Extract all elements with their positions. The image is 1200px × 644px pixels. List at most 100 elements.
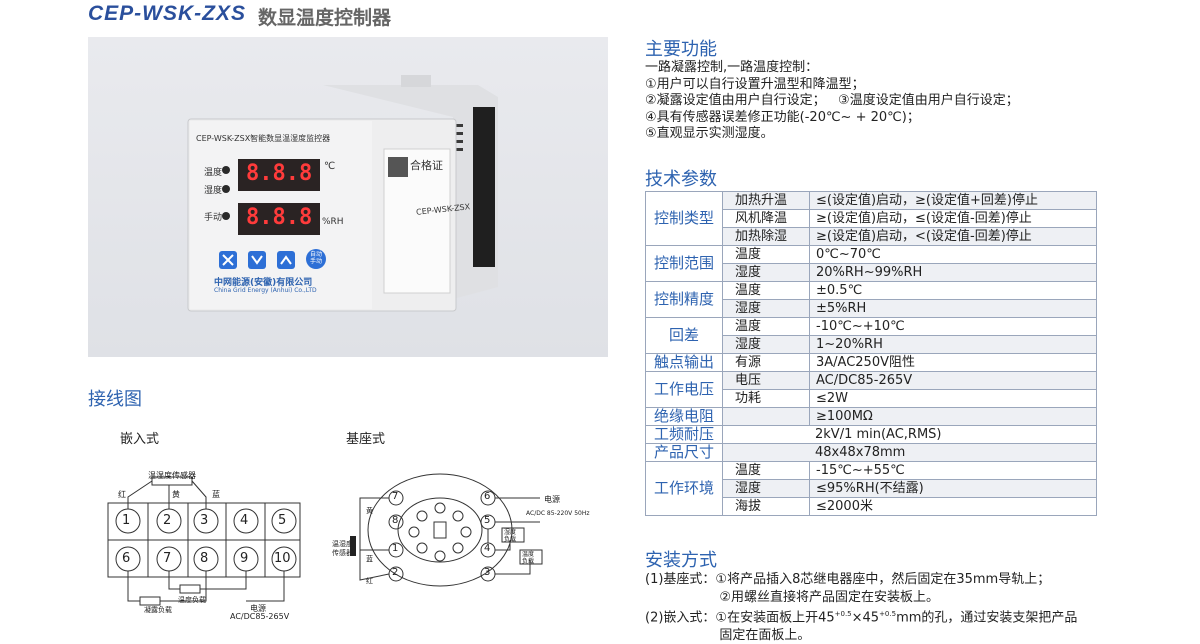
spec-category: 控制类型 [645,191,723,246]
base-sensor-label: 温湿度 传感器 [332,540,353,557]
spec-sub: 温度 [722,281,810,300]
base-yellow-label: 黄 [366,507,373,515]
spec-sub: 风机降温 [722,209,810,228]
spec-category: 绝缘电阻 [645,407,723,426]
terminal-4: 4 [240,513,249,528]
spec-sub: 温度 [722,461,810,480]
install-heading: 安装方式 [645,550,717,571]
terminal-7: 7 [163,551,172,566]
base-pin-2: 2 [392,567,399,578]
base-pin-4: 4 [484,543,491,554]
spec-category: 产品尺寸 [645,443,723,462]
spec-value: AC/DC85-265V [809,371,1097,390]
install-line: ②用螺丝直接将产品固定在安装板上。 [645,589,940,605]
base-temp-load: 温度 负载 [522,551,535,565]
device-model-label: CEP-WSK-ZSX智能数显温湿度监控器 [196,134,331,143]
embed-wiring-diagram: 温湿度传感器 红 黄 蓝 1 2 3 4 5 6 7 8 9 10 凝露负载 温… [100,465,310,625]
base-hum-load: 湿度 负载 [504,529,517,543]
spec-category: 工作环境 [645,461,723,516]
install-instructions: (1)基座式：①将产品插入8芯继电器座中，然后固定在35mm导轨上； ②用螺丝直… [645,571,1077,644]
terminal-2: 2 [163,513,172,528]
terminal-9: 9 [240,551,249,566]
spec-category: 工频耐压 [645,425,723,444]
spec-value: ≥(设定值)启动，<(设定值-回差)停止 [809,227,1097,246]
spec-value: ≥(设定值)启动，≤(设定值-回差)停止 [809,209,1097,228]
install-line: 固定在面板上。 [645,627,811,643]
auto-manual-button: 自动 手动 [309,251,322,265]
spec-sub: 湿度 [722,479,810,498]
cert-label: 合格证 [410,159,443,172]
red-wire-label: 红 [118,490,126,499]
spec-sub: 加热升温 [722,191,810,210]
spec-value: ≤2W [809,389,1097,408]
spec-sub: 湿度 [722,263,810,282]
base-power-spec: AC/DC 85-220V 50Hz [526,510,590,517]
spec-sub: 湿度 [722,299,810,318]
device-temp-label: 温度 [204,168,223,178]
hum-display: 8.8.8 [246,205,313,230]
device-hum-label: 湿度 [204,186,223,196]
spec-value: 3A/AC250V阻性 [809,353,1097,372]
unit-celsius: ℃ [324,161,336,172]
terminal-1: 1 [122,513,131,528]
embed-type-label: 嵌入式 [120,432,160,447]
spec-value: 48x48x78mm [722,443,1097,462]
spec-sub: 电压 [722,371,810,390]
spec-value: ≤95%RH(不结露) [809,479,1097,498]
base-type-label: 基座式 [346,432,386,447]
spec-sub: 湿度 [722,335,810,354]
base-red-label: 红 [366,577,373,585]
blue-wire-label: 蓝 [212,490,220,499]
install-line: (2)嵌入式：①在安装面板上开45+0.5×45+0.5mm的孔，通过安装支架把… [645,610,1078,626]
terminal-5: 5 [278,513,287,528]
spec-value: -15℃~+55℃ [809,461,1097,480]
spec-sub: 加热除湿 [722,227,810,246]
spec-value: 0℃~70℃ [809,245,1097,264]
spec-value: 20%RH~99%RH [809,263,1097,282]
feature-line: ⑤直观显示实测湿度。 [645,126,774,142]
spec-category: 控制精度 [645,281,723,318]
spec-sub: 有源 [722,353,810,372]
feature-line: ②凝露设定值由用户自行设定； ③温度设定值由用户自行设定； [645,93,1019,109]
base-pin-8: 8 [392,515,399,526]
spec-value: ≤(设定值)启动，≥(设定值+回差)停止 [809,191,1097,210]
base-pin-7: 7 [392,491,399,502]
cond-load-label: 凝露负载 [144,606,172,614]
spec-sub: 温度 [722,317,810,336]
temp-display: 8.8.8 [246,161,313,186]
spec-value: ±5%RH [809,299,1097,318]
feature-line: 一路凝露控制,一路温度控制： [645,60,819,75]
spec-value: -10℃~+10℃ [809,317,1097,336]
product-model-title: CEP-WSK-ZXS [88,2,246,25]
terminal-10: 10 [274,551,291,566]
unit-rh: %RH [322,217,344,227]
product-photo: CEP-WSK-ZSX智能数显温湿度监控器 温度 湿度 手动 8.8.8 8.8… [88,37,608,357]
terminal-6: 6 [122,551,131,566]
terminal-8: 8 [200,551,209,566]
spec-value: ±0.5℃ [809,281,1097,300]
device-company-en: China Grid Energy (Anhui) Co.,LTD [214,287,317,294]
spec-sub [722,407,810,426]
spec-value: 1~20%RH [809,335,1097,354]
power-label: 电源 [250,604,266,613]
base-pin-3: 3 [484,567,491,578]
spec-value: 2kV/1 min(AC,RMS) [722,425,1097,444]
features-list: 一路凝露控制,一路温度控制： ①用户可以自行设置升温型和降温型； ②凝露设定值由… [645,60,1019,143]
feature-line: ①用户可以自行设置升温型和降温型； [645,76,865,92]
product-name-title: 数显温度控制器 [258,7,392,29]
feature-line: ④具有传感器误差修正功能(-20℃~ + 20℃)； [645,109,920,125]
spec-category: 控制范围 [645,245,723,282]
base-pin-6: 6 [484,491,491,502]
spec-category: 回差 [645,317,723,354]
device-company-cn: 中网能源(安徽)有限公司 [214,278,313,288]
spec-sub: 功耗 [722,389,810,408]
install-line: (1)基座式：①将产品插入8芯继电器座中，然后固定在35mm导轨上； [645,572,1051,587]
temp-load-label: 温度负载 [178,596,206,604]
spec-sub: 温度 [722,245,810,264]
spec-table: 控制类型 加热升温 ≤(设定值)启动，≥(设定值+回差)停止 风机降温 ≥(设定… [645,191,1097,516]
base-pin-5: 5 [484,515,491,526]
features-heading: 主要功能 [645,39,717,60]
base-pin-1: 1 [392,543,399,554]
power-spec-label: AC/DC85-265V [230,612,290,621]
tech-heading: 技术参数 [645,169,717,190]
